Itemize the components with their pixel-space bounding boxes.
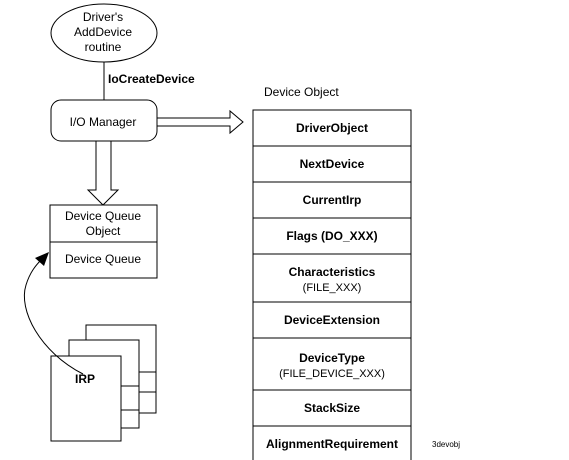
device-object-field-row: DriverObject bbox=[252, 109, 412, 147]
device-object-field-cell bbox=[252, 253, 412, 303]
device-object-field-sub: (FILE_DEVICE_XXX) bbox=[279, 368, 385, 380]
device-object-field-row: Characteristics (FILE_XXX) bbox=[252, 253, 412, 303]
irp-page-front bbox=[50, 355, 122, 442]
device-object-field-name: NextDevice bbox=[300, 157, 365, 171]
device-object-field-row: DeviceExtension bbox=[252, 301, 412, 339]
driver-node-line-3: routine bbox=[85, 40, 122, 54]
io-manager-label: I/O Manager bbox=[70, 115, 137, 129]
device-object-field-name: Flags (DO_XXX) bbox=[286, 229, 377, 243]
device-object-field-name: Characteristics bbox=[289, 265, 376, 279]
device-object-field-name: DeviceType bbox=[299, 351, 365, 365]
device-object-field-row: DeviceType (FILE_DEVICE_XXX) bbox=[252, 337, 412, 391]
device-object-field-name: StackSize bbox=[304, 401, 360, 415]
device-object-title: Device Object bbox=[264, 85, 339, 99]
device-object-field-name: DriverObject bbox=[296, 121, 368, 135]
curved-arrow-head bbox=[35, 252, 49, 266]
arrow-iomanager-to-device-queue bbox=[86, 140, 120, 206]
device-queue-object-title-line-1: Device Queue bbox=[65, 209, 141, 223]
irp-label: IRP bbox=[75, 372, 95, 386]
device-object-field-cell bbox=[252, 181, 412, 219]
device-object-field-cell bbox=[252, 389, 412, 427]
device-object-field-name: AlignmentRequirement bbox=[266, 437, 398, 451]
device-object-field-cell bbox=[252, 337, 412, 391]
device-object-field-cell bbox=[252, 425, 412, 460]
curved-arrow-irp-to-queue bbox=[23, 258, 84, 375]
device-queue-label: Device Queue bbox=[65, 252, 141, 266]
device-object-field-row: NextDevice bbox=[252, 145, 412, 183]
io-create-device-label: IoCreateDevice bbox=[108, 72, 195, 86]
device-object-field-cell bbox=[252, 145, 412, 183]
driver-node-line-1: Driver's bbox=[83, 10, 123, 24]
figure-id-label: 3devobj bbox=[432, 440, 460, 449]
arrow-iomanager-to-device-object bbox=[156, 109, 244, 135]
device-object-field-cell bbox=[252, 109, 412, 147]
device-queue-object-title-line-2: Object bbox=[86, 224, 121, 238]
device-object-field-row: StackSize bbox=[252, 389, 412, 427]
device-object-field-row: Flags (DO_XXX) bbox=[252, 217, 412, 255]
device-object-field-name: DeviceExtension bbox=[284, 313, 380, 327]
device-object-field-cell bbox=[252, 217, 412, 255]
device-object-field-cell bbox=[252, 301, 412, 339]
device-object-field-row: AlignmentRequirement bbox=[252, 425, 412, 460]
driver-node-line-2: AddDevice bbox=[74, 25, 132, 39]
device-object-field-name: CurrentIrp bbox=[303, 193, 362, 207]
irp-stack bbox=[50, 324, 157, 442]
device-object-field-sub: (FILE_XXX) bbox=[303, 282, 362, 294]
device-object-field-row: CurrentIrp bbox=[252, 181, 412, 219]
